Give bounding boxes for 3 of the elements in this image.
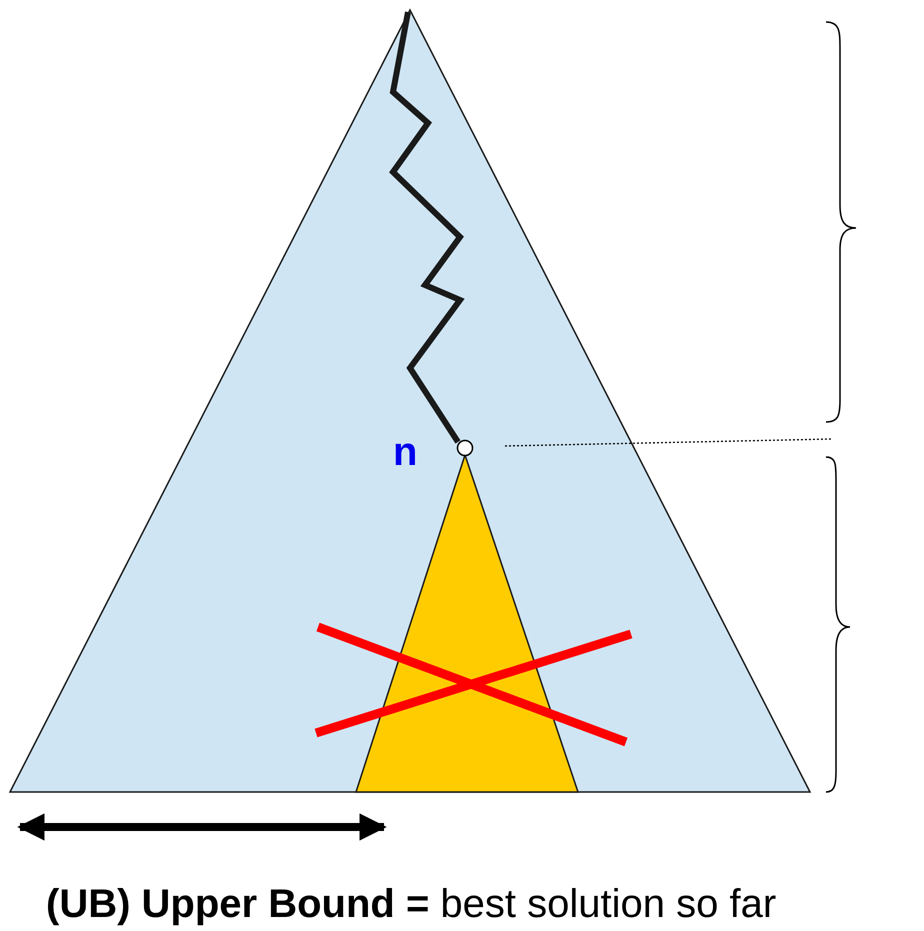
- caption: (UB) Upper Bound = best solution so far: [46, 882, 776, 926]
- node-circle: [456, 440, 474, 456]
- node-label: n: [393, 432, 418, 472]
